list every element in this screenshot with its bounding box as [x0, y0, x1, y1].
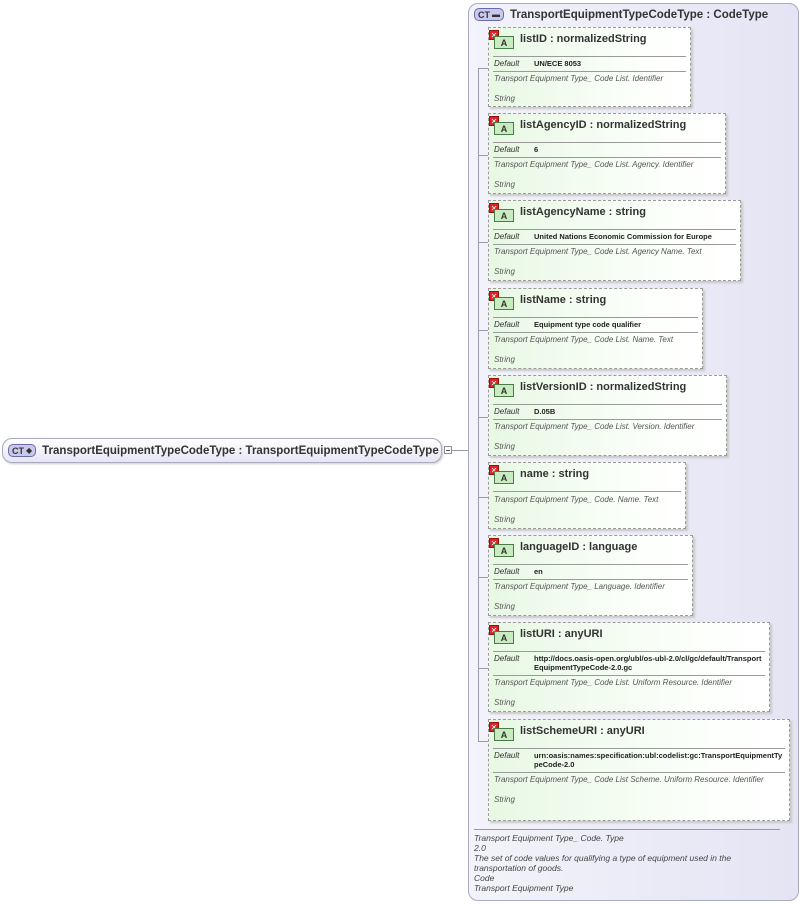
attribute-connector [478, 330, 488, 331]
attribute-box[interactable]: ✕ A listAgencyID : normalizedString Defa… [488, 113, 726, 194]
attribute-box[interactable]: ✕ A name : string Transport Equipment Ty… [488, 462, 686, 529]
default-label: Default [494, 145, 520, 154]
default-label: Default [494, 751, 520, 760]
default-value: United Nations Economic Commission for E… [534, 232, 712, 241]
default-label: Default [494, 407, 520, 416]
connector-line [452, 450, 478, 451]
attribute-icon: A [494, 36, 514, 49]
root-complex-type-node[interactable]: CT◆ TransportEquipmentTypeCodeType : Tra… [2, 438, 442, 463]
attribute-type: String [494, 267, 515, 276]
attribute-type: String [494, 180, 515, 189]
default-label: Default [494, 320, 520, 329]
complex-type-icon: CT◆ [8, 444, 37, 457]
default-label: Default [494, 654, 520, 663]
attribute-icon: A [494, 297, 514, 310]
attribute-connector [478, 577, 488, 578]
attribute-type: String [494, 602, 515, 611]
attribute-type: String [494, 515, 515, 524]
attribute-type: String [494, 355, 515, 364]
default-value: urn:oasis:names:specification:ubl:codeli… [534, 751, 783, 769]
attribute-icon: A [494, 544, 514, 557]
attribute-doc: Transport Equipment Type_ Code. Name. Te… [494, 495, 659, 504]
attribute-icon: A [494, 209, 514, 222]
collapse-toggle[interactable] [444, 446, 452, 454]
annotation-den: Transport Equipment Type_ Code. Type [474, 833, 624, 843]
attribute-doc: Transport Equipment Type_ Code List. Age… [494, 160, 694, 169]
attribute-connector [478, 242, 488, 243]
attribute-doc: Transport Equipment Type_ Code List. Ver… [494, 422, 695, 431]
attribute-type: String [494, 698, 515, 707]
root-type-label: TransportEquipmentTypeCodeType : Transpo… [42, 444, 439, 457]
attribute-icon: A [494, 631, 514, 644]
attribute-name: listVersionID : normalizedString [520, 381, 687, 393]
attribute-connector [478, 497, 488, 498]
attribute-name: languageID : language [520, 541, 638, 553]
default-value: UN/ECE 8053 [534, 59, 582, 68]
attribute-connector [478, 417, 488, 418]
attribute-name: listAgencyName : string [520, 206, 646, 218]
annotation-representation: Code [474, 873, 495, 883]
attribute-doc: Transport Equipment Type_ Code List. Nam… [494, 335, 674, 344]
attribute-name: listAgencyID : normalizedString [520, 119, 687, 131]
attribute-box[interactable]: ✕ A listAgencyName : string DefaultUnite… [488, 200, 741, 281]
default-label: Default [494, 232, 520, 241]
default-value: D.05B [534, 407, 556, 416]
attribute-name: listName : string [520, 294, 607, 306]
attribute-doc: Transport Equipment Type_ Code List. Age… [494, 247, 702, 256]
attribute-box[interactable]: ✕ A listVersionID : normalizedString Def… [488, 375, 727, 456]
attribute-connector [478, 155, 488, 156]
type-annotation: Transport Equipment Type_ Code. Type 2.0… [474, 833, 774, 893]
attribute-doc: Transport Equipment Type_ Code List Sche… [494, 775, 764, 784]
annotation-object-class: Transport Equipment Type [474, 883, 574, 893]
annotation-version: 2.0 [474, 843, 486, 853]
attribute-doc: Transport Equipment Type_ Code List. Ide… [494, 74, 664, 83]
attribute-icon: A [494, 471, 514, 484]
annotation-definition: The set of code values for qualifying a … [474, 853, 732, 873]
notes-separator [474, 829, 780, 830]
attribute-icon: A [494, 728, 514, 741]
default-label: Default [494, 59, 520, 68]
attribute-box[interactable]: ✕ A listID : normalizedString DefaultUN/… [488, 27, 691, 107]
default-value: http://docs.oasis-open.org/ubl/os-ubl-2.… [534, 654, 762, 672]
attribute-name: listID : normalizedString [520, 33, 647, 45]
attribute-connector [478, 741, 488, 742]
container-header[interactable]: CT▬ TransportEquipmentTypeCodeType : Cod… [474, 8, 768, 21]
default-label: Default [494, 567, 520, 576]
attribute-name: listSchemeURI : anyURI [520, 725, 645, 737]
attribute-doc: Transport Equipment Type_ Language. Iden… [494, 582, 665, 591]
default-value: en [534, 567, 543, 576]
attribute-type: String [494, 94, 515, 103]
attribute-doc: Transport Equipment Type_ Code List. Uni… [494, 678, 733, 687]
attribute-icon: A [494, 122, 514, 135]
attribute-type: String [494, 442, 515, 451]
default-value: 6 [534, 145, 539, 154]
default-value: Equipment type code qualifier [534, 320, 642, 329]
container-type-label: TransportEquipmentTypeCodeType : CodeTyp… [510, 8, 769, 21]
attribute-name: listURI : anyURI [520, 628, 603, 640]
attribute-name: name : string [520, 468, 590, 480]
attribute-connector [478, 68, 488, 69]
attribute-box[interactable]: ✕ A listSchemeURI : anyURI Defaulturn:oa… [488, 719, 790, 821]
attribute-connector-vertical [478, 68, 479, 741]
complex-type-icon: CT▬ [474, 8, 504, 21]
attribute-icon: A [494, 384, 514, 397]
attribute-type: String [494, 795, 515, 804]
attribute-connector [478, 668, 488, 669]
attribute-box[interactable]: ✕ A listURI : anyURI Defaulthttp://docs.… [488, 622, 770, 712]
